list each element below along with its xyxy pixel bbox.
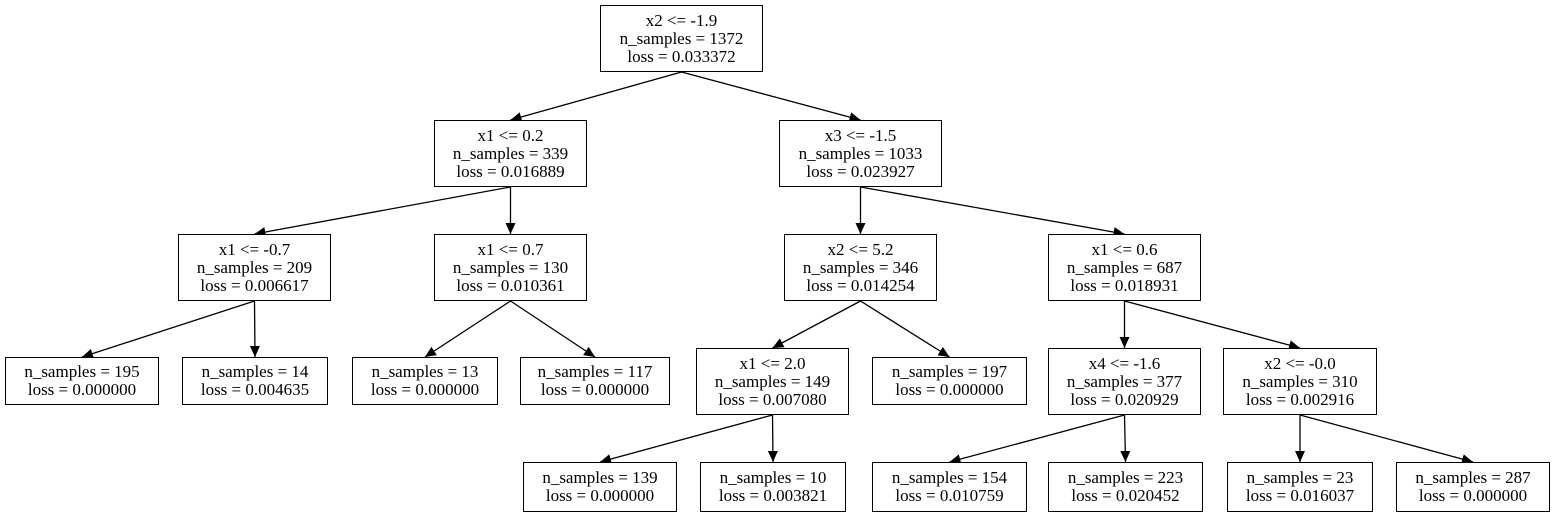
node-label-line: n_samples = 149 [714,371,831,391]
node-label-line: n_samples = 1033 [798,143,923,163]
node-label-line: x2 <= 5.2 [827,239,894,259]
node-label-line: loss = 0.002916 [1245,389,1355,409]
node-label-line: n_samples = 14 [201,362,309,381]
node-label-line: loss = 0.010759 [895,486,1004,505]
node-label-line: x2 <= -0.0 [1264,353,1336,373]
node-label-line: loss = 0.000000 [27,380,137,399]
tree-edge-arrow [81,300,255,359]
node-label-line: x1 <= -0.7 [218,239,291,259]
node-label-line: loss = 0.033372 [627,46,736,66]
node-label-line: x1 <= 2.0 [739,353,806,373]
tree-edge-arrow [1124,300,1301,350]
tree-edge-arrow [510,71,682,122]
tree-edge-arrow [1120,414,1131,463]
node-label-line: loss = 0.020452 [1071,486,1180,505]
node-label-line: n_samples = 209 [196,257,313,277]
node-label-line: loss = 0.023927 [806,161,915,181]
node-label-line: loss = 0.004635 [200,380,310,399]
node-label-line: loss = 0.010361 [456,275,565,295]
node-label-line: loss = 0.020929 [1070,389,1179,409]
tree-edge-arrow [681,71,861,122]
node-label-line: loss = 0.016037 [1245,486,1355,505]
node-label-line: x2 <= -1.9 [645,10,718,30]
node-label-line: n_samples = 346 [802,257,919,277]
tree-edge-arrow [424,300,511,358]
node-label-line: loss = 0.000000 [545,486,655,505]
node-label-line: n_samples = 195 [24,362,140,381]
tree-edge-arrow [860,300,950,358]
node-label-line: x1 <= 0.7 [477,239,544,259]
node-label-line: n_samples = 10 [719,468,827,487]
tree-edge-arrow [772,300,861,349]
node-label-line: x1 <= 0.6 [1091,239,1158,259]
node-label-line: loss = 0.007080 [718,389,827,409]
node-label-line: n_samples = 287 [1415,468,1531,487]
node-label-line: n_samples = 130 [452,257,569,277]
node-label-line: loss = 0.000000 [895,380,1004,399]
node-label-line: loss = 0.000000 [370,380,480,399]
node-label-line: x4 <= -1.6 [1088,353,1161,373]
node-label-line: n_samples = 339 [452,143,569,163]
node-label-line: n_samples = 139 [542,468,658,487]
node-label-line: n_samples = 377 [1066,371,1183,391]
node-label-line: n_samples = 223 [1067,468,1184,487]
tree-edge-arrow [1299,414,1474,464]
tree-edge-arrow [599,414,773,464]
node-label-line: loss = 0.016889 [456,161,565,181]
tree-edge-arrow [249,300,260,358]
node-label-line: n_samples = 687 [1066,257,1183,277]
node-label-line: loss = 0.000000 [1418,486,1528,505]
node-label-line: n_samples = 1372 [619,28,744,48]
node-label-line: n_samples = 13 [371,362,479,381]
node-label-line: loss = 0.000000 [540,380,650,399]
node-label-line: x3 <= -1.5 [824,125,897,145]
node-label-line: loss = 0.014254 [806,275,915,295]
node-label-line: n_samples = 310 [1242,371,1358,391]
tree-edge-arrow [860,186,1125,237]
node-label-line: loss = 0.003821 [718,486,828,505]
node-label-line: loss = 0.018931 [1070,275,1179,295]
node-label-line: n_samples = 154 [891,468,1008,487]
node-label-line: n_samples = 117 [537,362,653,381]
tree-edge-arrow [510,300,596,358]
node-label-line: n_samples = 197 [891,362,1008,381]
tree-edge-arrow [949,414,1125,464]
tree-edge-arrow [254,186,511,237]
tree-edge-arrow [767,414,778,463]
node-label-line: n_samples = 23 [1246,468,1354,487]
node-label-line: x1 <= 0.2 [477,125,544,145]
node-label-line: loss = 0.006617 [200,275,309,295]
